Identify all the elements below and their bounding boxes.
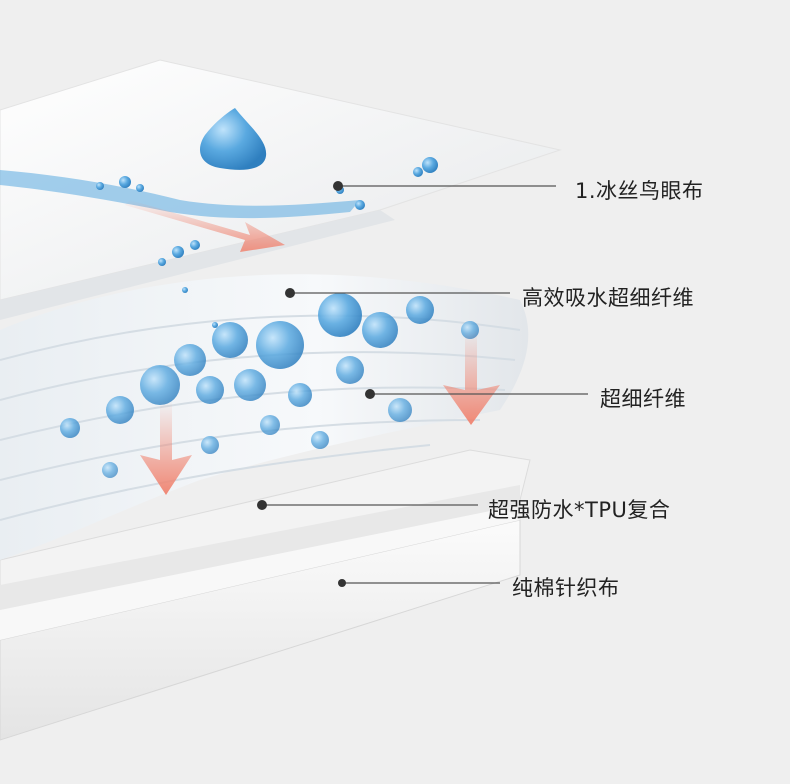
leader-dots [257,181,375,587]
callout-tpu: 超强防水*TPU复合 [488,498,671,522]
arrow-top [125,200,285,252]
ice-silk-layer [0,59,562,328]
callout-microfiber: 超细纤维 [600,387,686,411]
callout-ice-silk: 1.冰丝鸟眼布 [575,179,704,203]
arrow-left [140,400,192,495]
tpu-layer [0,449,531,610]
microfiber-layer [0,274,529,560]
cotton-knit-layer [0,505,521,741]
arrow-right [443,330,500,425]
leader-lines [262,185,588,584]
flow-arrows [125,200,500,495]
callout-absorbent-microfiber: 高效吸水超细纤维 [522,286,694,310]
callout-cotton-knit: 纯棉针织布 [512,576,620,600]
